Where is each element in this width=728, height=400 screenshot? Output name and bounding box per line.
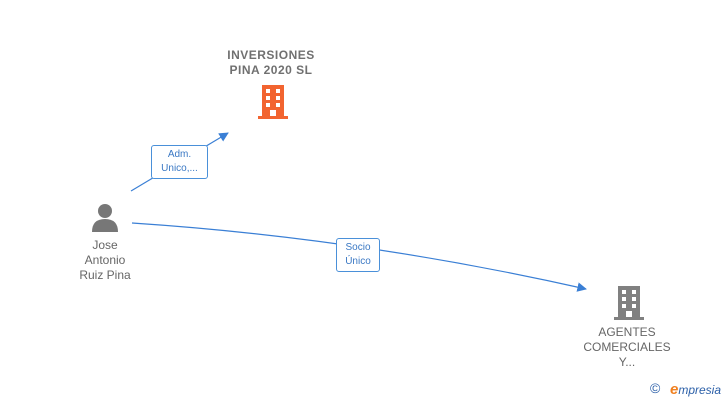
company-other-label[interactable]: AGENTES COMERCIALES Y... <box>583 325 671 369</box>
person-label[interactable]: Jose Antonio Ruiz Pina <box>79 238 131 282</box>
building-icon-secondary[interactable] <box>613 285 645 321</box>
person-icon[interactable] <box>90 202 120 232</box>
edge-label-socio-unico[interactable]: Socio Único <box>336 238 380 272</box>
copyright-icon: © <box>650 380 661 396</box>
brand-logo: empresia <box>670 381 721 398</box>
company-main-label[interactable]: INVERSIONES PINA 2020 SL <box>227 48 315 77</box>
brand-initial: e <box>670 381 679 398</box>
brand-name: mpresia <box>678 383 722 397</box>
building-icon[interactable] <box>257 84 289 120</box>
edge-label-adm-unico[interactable]: Adm. Unico,... <box>151 145 208 179</box>
